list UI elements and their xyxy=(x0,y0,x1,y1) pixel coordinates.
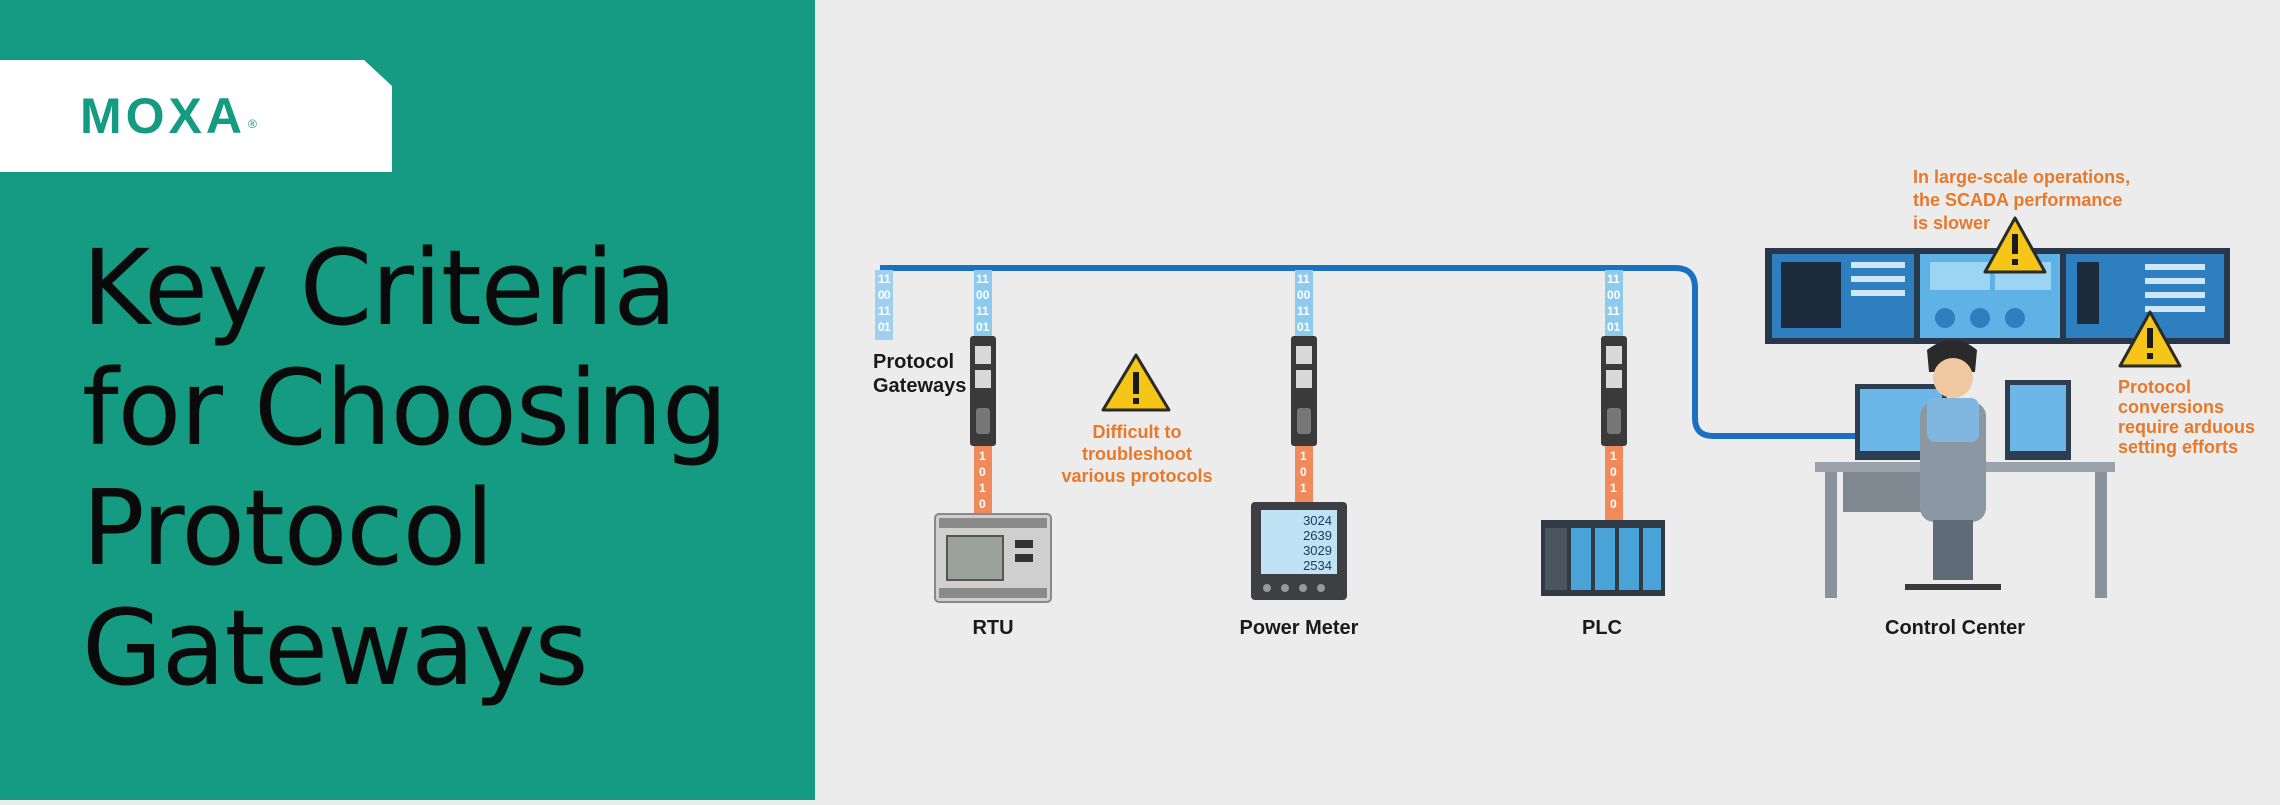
device-label-control-center: Control Center xyxy=(1885,617,2025,639)
svg-text:11: 11 xyxy=(976,304,989,318)
power-meter-device xyxy=(1251,502,1347,600)
network-line xyxy=(880,265,1905,439)
page-title: Key Criteria for Choosing Protocol Gatew… xyxy=(82,228,802,708)
svg-text:1: 1 xyxy=(979,449,986,463)
scada-monitors xyxy=(1765,248,2230,344)
gateway-2: 11 00 11 01 1 0 1 xyxy=(1291,270,1317,502)
svg-text:1: 1 xyxy=(1610,449,1617,463)
svg-text:1: 1 xyxy=(1300,481,1307,495)
svg-text:1: 1 xyxy=(979,481,986,495)
warning-text: Protocol xyxy=(2118,377,2191,397)
svg-text:1: 1 xyxy=(878,272,885,286)
gateway-label: Protocol xyxy=(873,351,954,373)
warning-text: the SCADA performance xyxy=(1913,190,2122,210)
svg-text:11: 11 xyxy=(1607,304,1620,318)
warning-text: setting efforts xyxy=(2118,437,2238,457)
svg-text:11: 11 xyxy=(1297,272,1310,286)
plc-device xyxy=(1541,520,1665,596)
operator-workstation xyxy=(1815,340,2115,598)
meter-reading: 2639 xyxy=(1303,528,1332,543)
svg-text:0: 0 xyxy=(1300,465,1307,479)
svg-text:0: 0 xyxy=(979,497,986,511)
warning-icon xyxy=(2118,310,2182,368)
svg-text:1: 1 xyxy=(878,304,885,318)
warning-text: troubleshoot xyxy=(1082,444,1192,464)
rtu-device xyxy=(934,513,1052,603)
svg-text:1: 1 xyxy=(1610,481,1617,495)
title-line-2: for Choosing xyxy=(82,347,728,469)
svg-text:01: 01 xyxy=(976,320,990,334)
title-line-1: Key Criteria xyxy=(82,227,677,349)
svg-text:1: 1 xyxy=(884,304,891,318)
svg-text:00: 00 xyxy=(976,288,990,302)
svg-text:11: 11 xyxy=(976,272,989,286)
title-line-3: Protocol xyxy=(82,467,494,589)
device-label-rtu: RTU xyxy=(972,617,1013,639)
meter-reading: 3029 xyxy=(1303,543,1332,558)
svg-text:1: 1 xyxy=(1300,449,1307,463)
warning-text: conversions xyxy=(2118,397,2224,417)
title-panel: MOXA® Key Criteria for Choosing Protocol… xyxy=(0,0,815,800)
gateway-3: 11 00 11 01 1 0 1 0 xyxy=(1601,270,1627,520)
svg-text:0: 0 xyxy=(1610,497,1617,511)
warning-text: require arduous xyxy=(2118,417,2255,437)
warning-icon xyxy=(1101,353,1171,412)
warning-icon xyxy=(1983,216,2047,274)
meter-reading: 3024 xyxy=(1303,513,1332,528)
warning-text: various protocols xyxy=(1061,466,1212,486)
svg-text:1: 1 xyxy=(884,272,891,286)
gateway-label: Gateways xyxy=(873,375,966,397)
svg-text:01: 01 xyxy=(1297,320,1311,334)
device-label-plc: PLC xyxy=(1582,617,1622,639)
warning-text: Difficult to xyxy=(1093,422,1182,442)
svg-text:1: 1 xyxy=(884,320,891,334)
svg-text:0: 0 xyxy=(878,320,885,334)
svg-text:0: 0 xyxy=(1610,465,1617,479)
svg-text:0: 0 xyxy=(979,465,986,479)
svg-text:0: 0 xyxy=(884,288,891,302)
warning-text: In large-scale operations, xyxy=(1913,167,2130,187)
warning-text: is slower xyxy=(1913,213,1990,233)
svg-text:11: 11 xyxy=(1297,304,1310,318)
svg-text:00: 00 xyxy=(1607,288,1621,302)
svg-text:01: 01 xyxy=(1607,320,1621,334)
meter-reading: 2534 xyxy=(1303,558,1332,573)
moxa-logo: MOXA® xyxy=(80,88,257,144)
title-line-4: Gateways xyxy=(82,587,589,709)
svg-text:00: 00 xyxy=(1297,288,1311,302)
logo-badge: MOXA® xyxy=(0,60,392,172)
svg-text:0: 0 xyxy=(878,288,885,302)
device-label-power-meter: Power Meter xyxy=(1240,617,1359,639)
svg-text:11: 11 xyxy=(1607,272,1620,286)
